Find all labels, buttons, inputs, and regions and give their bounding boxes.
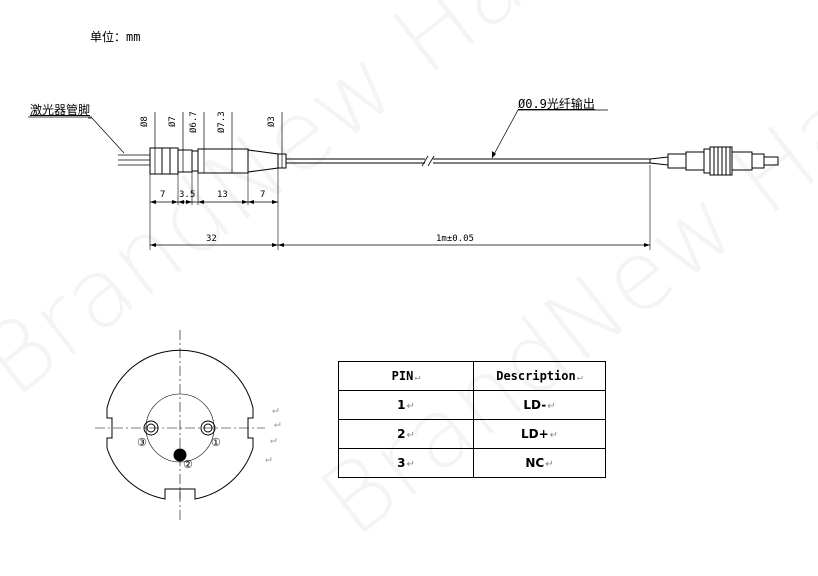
pin-cell: 2↵ xyxy=(338,419,474,449)
return-mark: ↵ xyxy=(274,417,281,430)
pin-table: PIN↵ Description↵ 1↵ LD-↵ 2↵ LD+↵ 3↵ NC↵ xyxy=(338,361,606,478)
len-1m-label: 1m±0.05 xyxy=(436,234,474,244)
dia-6-7-label: Ø6.7 xyxy=(189,111,199,133)
len-13-label: 13 xyxy=(217,190,228,200)
table-row: 1↵ LD-↵ xyxy=(338,390,606,420)
pin-cell: 1↵ xyxy=(338,390,474,420)
ferrule xyxy=(763,156,779,166)
pin-3-circle-label: ③ xyxy=(137,436,147,449)
return-mark: ↵ xyxy=(270,433,277,446)
dia-8-label: Ø8 xyxy=(140,116,150,127)
description-cell: LD+↵ xyxy=(473,419,606,449)
description-cell: NC↵ xyxy=(473,448,606,478)
return-mark: ↵ xyxy=(265,452,272,465)
return-mark: ↵ xyxy=(272,403,279,416)
dia-3-label: Ø3 xyxy=(267,116,277,127)
header-description: Description↵ xyxy=(473,361,606,391)
leader-pins xyxy=(88,117,125,154)
header-pin: PIN↵ xyxy=(338,361,474,391)
body-taper xyxy=(247,149,279,173)
len-3-5-label: 3.5 xyxy=(179,190,196,200)
len-32-label: 32 xyxy=(206,234,217,244)
table-header-row: PIN↵ Description↵ xyxy=(338,361,606,391)
body-main xyxy=(197,148,249,174)
front-view xyxy=(95,330,265,520)
body-flange xyxy=(149,147,179,175)
pin-1-circle-label: ① xyxy=(211,436,221,449)
len-7a-label: 7 xyxy=(160,190,166,200)
laser-pins-label: 激光器管脚 xyxy=(30,103,91,117)
body-neck xyxy=(191,150,199,172)
unit-label: 单位：mm xyxy=(90,30,141,44)
table-row: 2↵ LD+↵ xyxy=(338,419,606,449)
break-mark xyxy=(421,155,435,167)
table-row: 3↵ NC↵ xyxy=(338,448,606,478)
fc-nut xyxy=(709,146,733,176)
body-step xyxy=(177,149,193,173)
dia-7-3-label: Ø7.3 xyxy=(217,111,227,133)
dia-7-label: Ø7 xyxy=(168,116,178,127)
len-7b-label: 7 xyxy=(260,190,266,200)
description-cell: LD-↵ xyxy=(473,390,606,420)
leader-fiber xyxy=(491,109,608,159)
pin-cell: 3↵ xyxy=(338,448,474,478)
pin-2-circle-label: ② xyxy=(183,458,193,471)
fiber-output-label: Ø0.9光纤输出 xyxy=(518,97,595,111)
